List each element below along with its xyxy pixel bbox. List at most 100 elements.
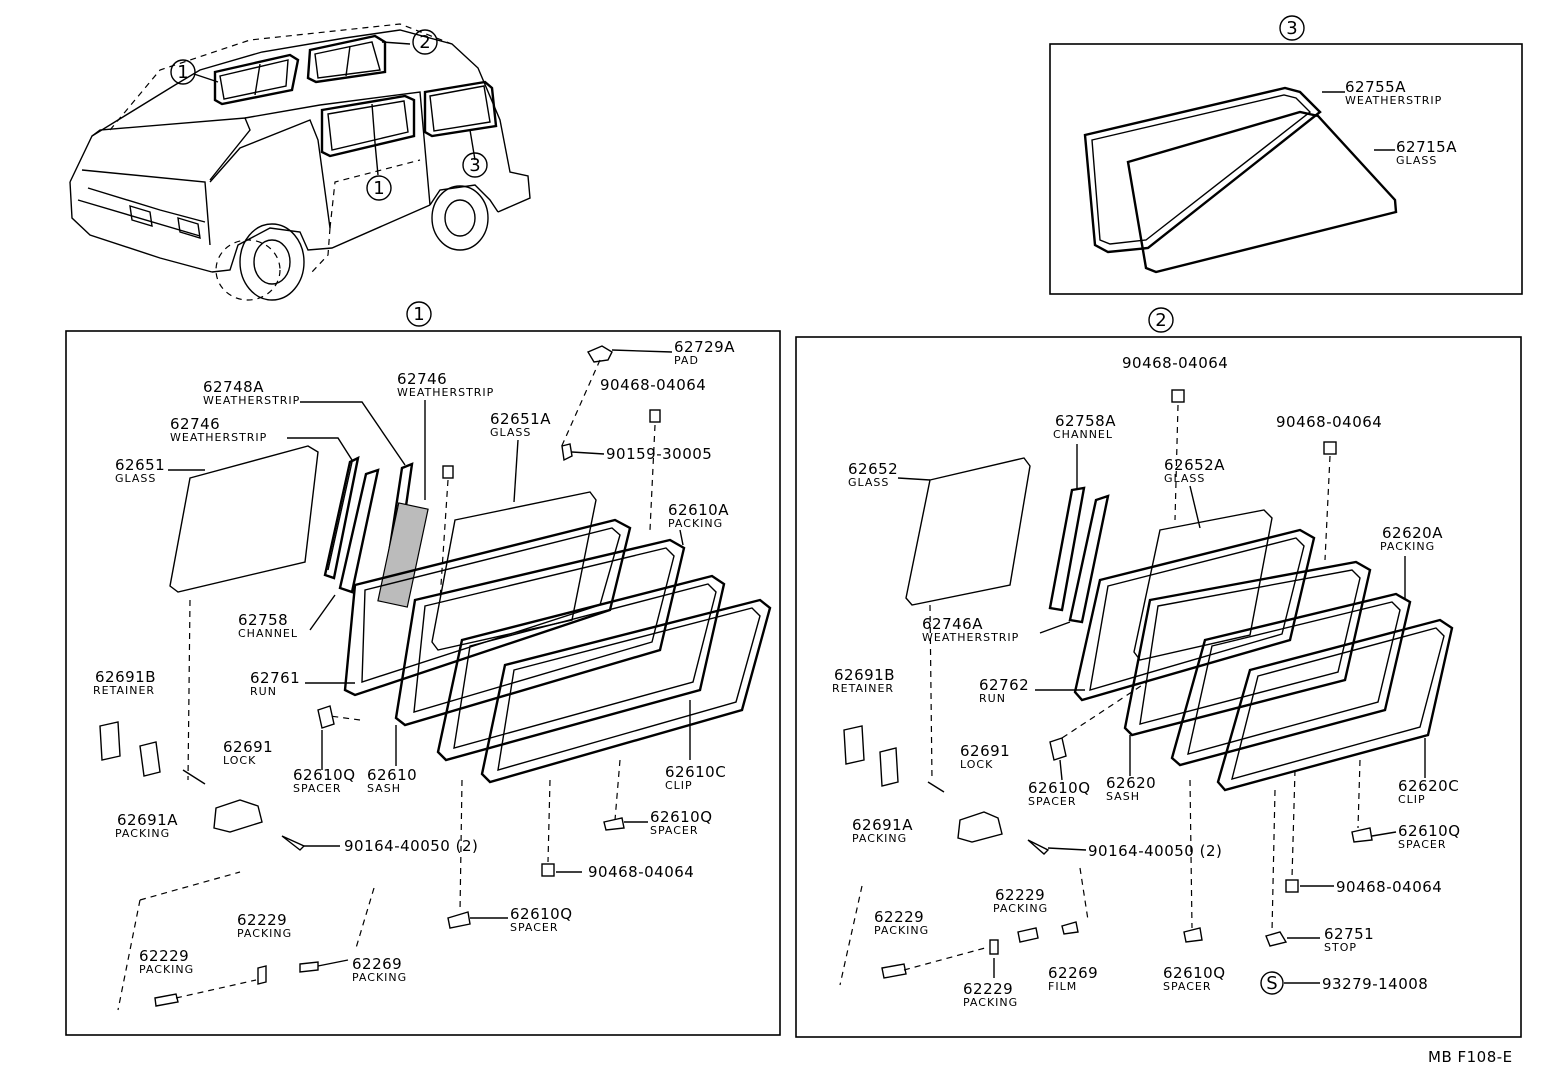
svg-text:CHANNEL: CHANNEL: [1053, 428, 1113, 441]
svg-text:RETAINER: RETAINER: [93, 684, 155, 697]
svg-text:62691A: 62691A: [117, 811, 178, 829]
svg-text:PACKING: PACKING: [139, 963, 194, 976]
label-62651A: 62651A GLASS: [490, 410, 551, 439]
svg-text:GLASS: GLASS: [490, 426, 531, 439]
label-90164-40050: 90164-40050 (2): [1088, 842, 1222, 860]
svg-text:LOCK: LOCK: [223, 754, 256, 767]
svg-text:LOCK: LOCK: [960, 758, 993, 771]
box-3-callout: 3: [1286, 18, 1297, 39]
svg-text:GLASS: GLASS: [848, 476, 889, 489]
svg-text:PACKING: PACKING: [1380, 540, 1435, 553]
svg-text:62691B: 62691B: [95, 668, 156, 686]
label-62746-upper: 62746 WEATHERSTRIP: [397, 370, 494, 399]
label-62691B: 62691B RETAINER: [832, 666, 895, 695]
svg-text:62620: 62620: [1106, 774, 1156, 792]
svg-text:SASH: SASH: [1106, 790, 1140, 803]
svg-text:62715A: 62715A: [1396, 138, 1457, 156]
label-62729A: 62729A PAD: [674, 338, 735, 367]
box-2-rear-side-window: 2 S: [795, 307, 1522, 1038]
box-1-callout: 1: [413, 304, 424, 325]
svg-text:SPACER: SPACER: [1028, 795, 1077, 808]
svg-text:WEATHERSTRIP: WEATHERSTRIP: [922, 631, 1019, 644]
svg-text:62610C: 62610C: [665, 763, 726, 781]
label-62620A: 62620A PACKING: [1380, 524, 1443, 553]
svg-text:CLIP: CLIP: [1398, 793, 1426, 806]
svg-text:62610Q: 62610Q: [510, 905, 573, 923]
svg-text:PACKING: PACKING: [963, 996, 1018, 1009]
label-62610Q-b: 62610Q SPACER: [650, 808, 713, 837]
svg-text:62761: 62761: [250, 669, 300, 687]
label-62610Q-c: 62610Q SPACER: [1163, 964, 1225, 993]
svg-text:62762: 62762: [979, 676, 1029, 694]
label-62652A: 62652A GLASS: [1164, 456, 1225, 485]
label-62652: 62652 GLASS: [848, 460, 898, 489]
figure-code: MB F108-E: [1428, 1048, 1513, 1066]
svg-text:PACKING: PACKING: [352, 971, 407, 984]
svg-text:SPACER: SPACER: [1163, 980, 1212, 993]
label-62610C: 62610C CLIP: [665, 763, 726, 792]
svg-text:62229: 62229: [237, 911, 287, 929]
label-90159-30005: 90159-30005: [606, 445, 712, 463]
svg-text:GLASS: GLASS: [1396, 154, 1437, 167]
svg-text:62610Q: 62610Q: [650, 808, 713, 826]
svg-text:GLASS: GLASS: [115, 472, 156, 485]
label-62755A: 62755A WEATHERSTRIP: [1345, 78, 1441, 107]
label-62620-sash: 62620 SASH: [1106, 774, 1156, 803]
svg-text:62652A: 62652A: [1164, 456, 1225, 474]
label-62229-upper: 62229 PACKING: [237, 911, 292, 940]
label-62229-middle: 62229 PACKING: [993, 886, 1048, 915]
svg-text:62229: 62229: [874, 908, 924, 926]
svg-text:62610Q: 62610Q: [293, 766, 356, 784]
svg-text:62651A: 62651A: [490, 410, 551, 428]
label-62610Q-a: 62610Q SPACER: [293, 766, 356, 795]
label-90468-04064-right: 90468-04064: [1276, 413, 1382, 431]
svg-text:62691: 62691: [223, 738, 273, 756]
label-62651: 62651 GLASS: [115, 456, 165, 485]
label-62746-lower: 62746 WEATHERSTRIP: [170, 415, 266, 444]
label-62751: 62751 STOP: [1324, 925, 1374, 954]
label-62715A: 62715A GLASS: [1396, 138, 1457, 167]
label-90468-04064-top: 90468-04064: [600, 376, 706, 394]
svg-text:62751: 62751: [1324, 925, 1374, 943]
label-62610Q-a: 62610Q SPACER: [1028, 779, 1091, 808]
svg-text:RETAINER: RETAINER: [832, 682, 894, 695]
svg-text:62269: 62269: [352, 955, 402, 973]
svg-text:SASH: SASH: [367, 782, 401, 795]
label-90468-04064-top: 90468-04064: [1122, 354, 1228, 372]
svg-text:FILM: FILM: [1048, 980, 1077, 993]
label-90468-04064-bottom: 90468-04064: [1336, 878, 1442, 896]
svg-text:62758A: 62758A: [1055, 412, 1116, 430]
label-62229-lower: 62229 PACKING: [139, 947, 194, 976]
svg-text:62755A: 62755A: [1345, 78, 1406, 96]
svg-text:WEATHERSTRIP: WEATHERSTRIP: [203, 394, 300, 407]
van-callout-3: 3: [469, 155, 480, 176]
svg-text:SPACER: SPACER: [1398, 838, 1447, 851]
van-illustration: 1 2 1 3: [69, 23, 531, 301]
svg-text:PACKING: PACKING: [993, 902, 1048, 915]
svg-text:62610: 62610: [367, 766, 417, 784]
svg-text:SPACER: SPACER: [293, 782, 342, 795]
label-90164-40050: 90164-40050 (2): [344, 837, 478, 855]
svg-text:62691A: 62691A: [852, 816, 913, 834]
svg-text:PACKING: PACKING: [668, 517, 723, 530]
svg-text:WEATHERSTRIP: WEATHERSTRIP: [397, 386, 494, 399]
svg-text:GLASS: GLASS: [1164, 472, 1205, 485]
svg-text:62746: 62746: [170, 415, 220, 433]
svg-text:62620C: 62620C: [1398, 777, 1459, 795]
svg-text:62758: 62758: [238, 611, 288, 629]
svg-text:62229: 62229: [963, 980, 1013, 998]
svg-text:PAD: PAD: [674, 354, 699, 367]
van-callout-2: 2: [419, 32, 430, 53]
label-62269-film: 62269 FILM: [1048, 964, 1098, 993]
label-90468-04064-bottom: 90468-04064: [588, 863, 694, 881]
label-62620C: 62620C CLIP: [1398, 777, 1459, 806]
svg-text:62610Q: 62610Q: [1028, 779, 1091, 797]
svg-text:62748A: 62748A: [203, 378, 264, 396]
svg-text:PACKING: PACKING: [237, 927, 292, 940]
label-93279-14008: 93279-14008: [1322, 975, 1428, 993]
svg-text:STOP: STOP: [1324, 941, 1357, 954]
label-62758: 62758 CHANNEL: [238, 611, 297, 640]
label-62691A: 62691A PACKING: [115, 811, 178, 840]
svg-text:62620A: 62620A: [1382, 524, 1443, 542]
svg-text:62610Q: 62610Q: [1398, 822, 1461, 840]
